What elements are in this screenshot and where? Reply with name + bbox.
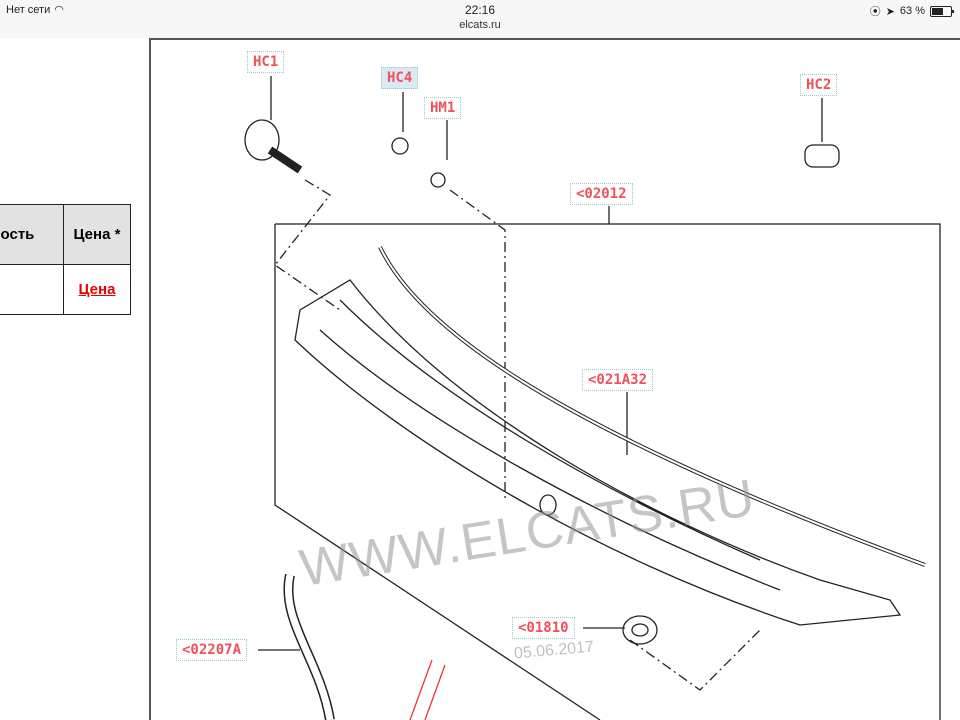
grommet-01810 — [622, 615, 658, 645]
header-cost: мость — [0, 204, 64, 265]
cowl-panel — [294, 279, 902, 626]
callout-hc1[interactable]: HC1 — [247, 51, 285, 73]
frame-outline — [274, 223, 941, 720]
network-status: Нет сети — [6, 3, 51, 16]
callout-021a32[interactable]: <021A32 — [582, 369, 654, 391]
seal-strip-inner — [379, 246, 926, 566]
dash-lines — [274, 179, 761, 691]
callout-01810[interactable]: <01810 — [512, 617, 575, 639]
clip-hc4 — [391, 137, 409, 155]
table-row: Цена — [0, 264, 131, 315]
callout-hc2[interactable]: HC2 — [800, 74, 838, 96]
parts-diagram — [149, 38, 960, 720]
clip-hc1 — [244, 119, 280, 161]
cell-cost — [0, 264, 64, 315]
header-price: Цена * — [63, 204, 131, 265]
status-bar: Нет сети◠ 22:16 elcats.ru ⦿ ➤ 63 % — [0, 0, 960, 38]
callout-02012[interactable]: <02012 — [570, 183, 633, 205]
battery-percent: 63 % — [899, 5, 925, 17]
callout-hc4[interactable]: HC4 — [381, 67, 419, 89]
callout-02207a[interactable]: <02207A — [176, 639, 248, 661]
clip-hm1 — [430, 172, 446, 188]
rotation-lock-icon: ⦿ — [869, 6, 881, 18]
location-icon: ➤ — [885, 5, 895, 18]
cell-price: Цена — [63, 264, 131, 315]
hose-02207a-inner — [285, 574, 334, 720]
parts-table: мость Цена * Цена — [0, 204, 131, 315]
clock: 22:16 — [464, 3, 496, 17]
leader-lines — [258, 76, 823, 651]
wifi-icon: ◠ — [54, 4, 64, 16]
callout-hm1[interactable]: HM1 — [424, 97, 462, 119]
red-section-lines — [409, 659, 446, 720]
clip-hc2 — [804, 144, 840, 168]
cowl-hole — [539, 494, 557, 516]
price-link[interactable]: Цена — [78, 281, 116, 298]
battery-icon — [930, 5, 954, 17]
address-bar[interactable]: elcats.ru — [459, 19, 501, 31]
